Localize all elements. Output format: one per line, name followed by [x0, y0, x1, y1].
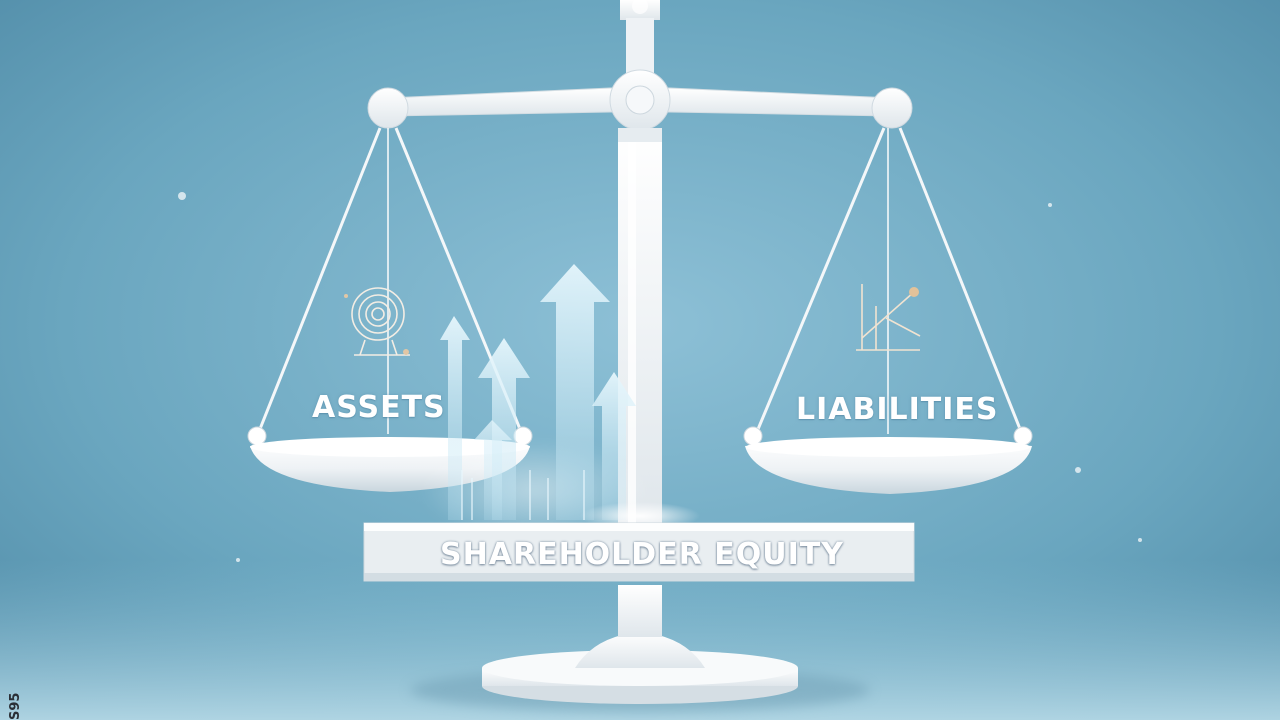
edge-text-fragment: S95 — [8, 692, 23, 720]
right-pan-strings — [754, 127, 1024, 435]
rising-arrows-graphic — [420, 264, 700, 540]
growth-graph-icon — [856, 284, 921, 351]
assets-label: ASSETS — [312, 390, 446, 425]
right-pan — [743, 426, 1033, 494]
liabilities-label: LIABILITIES — [796, 392, 999, 427]
top-hook — [632, 0, 648, 14]
target-icon — [344, 287, 410, 356]
shareholder-equity-label: SHAREHOLDER EQUITY — [440, 537, 844, 572]
equity-plaque — [363, 522, 915, 582]
scale-base — [482, 585, 798, 704]
scale-beam — [367, 69, 913, 142]
sparkles — [178, 192, 1142, 562]
